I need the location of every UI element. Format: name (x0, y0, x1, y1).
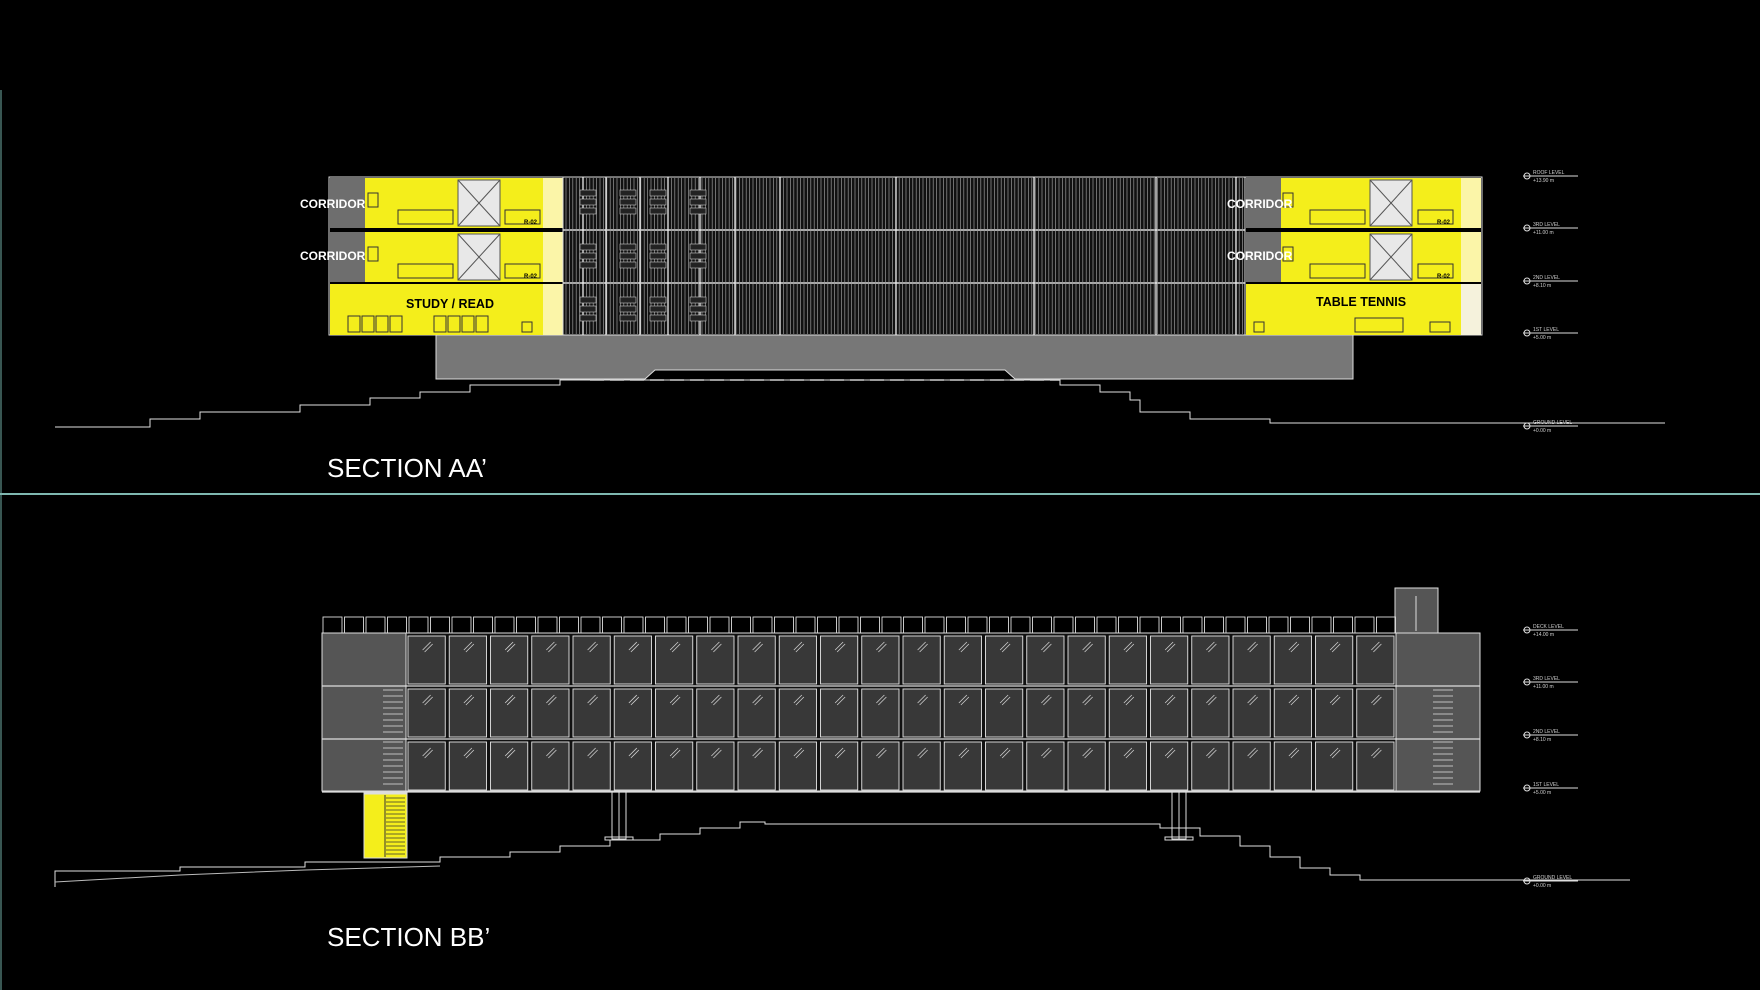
room-number-right-3: R-02 (1437, 220, 1451, 226)
room-number-left-3: R-02 (524, 220, 538, 226)
svg-text:1ST LEVEL: 1ST LEVEL (1533, 327, 1559, 333)
podium-base (435, 334, 1354, 380)
room-number-left-2: R-02 (524, 274, 538, 280)
right-pale-strip-1 (1461, 284, 1481, 335)
right-glass-panels (1369, 179, 1413, 281)
bb-end-block-left (321, 632, 407, 792)
level-marker-aa-1st: 1ST LEVEL +5.00 m (1523, 327, 1578, 341)
level-marker-bb-2nd: 2ND LEVEL +8.10 m (1523, 729, 1578, 743)
section-bb: DECK LEVEL +14.00 m 3RD LEVEL +11.00 m 2… (54, 587, 1630, 952)
right-furniture (1253, 192, 1454, 333)
svg-text:+0.00 m: +0.00 m (1533, 428, 1551, 434)
svg-text:+8.10 m: +8.10 m (1533, 283, 1551, 289)
cladding-lines (565, 177, 1243, 335)
svg-text:+5.00 m: +5.00 m (1533, 335, 1551, 341)
central-container-stacks (562, 176, 1246, 336)
level-marker-aa-3rd: 3RD LEVEL +11.00 m (1523, 222, 1578, 236)
level-marker-bb-3rd: 3RD LEVEL +11.00 m (1523, 676, 1578, 690)
roof-parapet (322, 616, 1396, 634)
ground-line-bb-2 (54, 865, 441, 883)
svg-text:+14.00 m: +14.00 m (1533, 632, 1554, 638)
svg-text:+11.00 m: +11.00 m (1533, 684, 1554, 690)
left-furniture (347, 192, 541, 333)
svg-text:3RD LEVEL: 3RD LEVEL (1533, 222, 1560, 228)
corridor-label-left-2: CORRIDOR (300, 249, 366, 263)
svg-text:ROOF LEVEL: ROOF LEVEL (1533, 170, 1565, 176)
bb-end-block-right (1395, 632, 1481, 792)
svg-text:DECK LEVEL: DECK LEVEL (1533, 624, 1564, 630)
svg-text:GROUND LEVEL: GROUND LEVEL (1533, 875, 1572, 881)
right-pale-strip-2 (1461, 232, 1481, 282)
section-aa-title: SECTION AA’ (327, 453, 487, 483)
right-floor1 (1246, 284, 1461, 335)
corridor-label-right-2: CORRIDOR (1227, 249, 1293, 263)
svg-text:1ST LEVEL: 1ST LEVEL (1533, 782, 1559, 788)
right-corridor3 (1246, 178, 1281, 228)
support-columns (604, 790, 1194, 841)
left-pale-strip-2 (543, 232, 563, 282)
ground-line-bb (54, 821, 1630, 887)
svg-text:GROUND LEVEL: GROUND LEVEL (1533, 420, 1572, 426)
svg-text:3RD LEVEL: 3RD LEVEL (1533, 676, 1560, 682)
svg-text:+11.00 m: +11.00 m (1533, 230, 1554, 236)
left-corridor3 (330, 178, 365, 228)
level-marker-aa-ground: GROUND LEVEL +0.00 m (1523, 420, 1578, 434)
level-marker-bb-deck: DECK LEVEL +14.00 m (1523, 624, 1578, 638)
svg-text:+8.10 m: +8.10 m (1533, 737, 1551, 743)
svg-text:+0.00 m: +0.00 m (1533, 883, 1551, 889)
level-marker-aa-roof: ROOF LEVEL +13.90 m (1523, 170, 1578, 184)
section-bb-title: SECTION BB’ (327, 922, 490, 952)
level-marker-bb-1st: 1ST LEVEL +5.00 m (1523, 782, 1578, 796)
svg-text:+13.90 m: +13.90 m (1533, 178, 1554, 184)
right-corridor2 (1246, 232, 1281, 282)
level-marker-aa-2nd: 2ND LEVEL +8.10 m (1523, 275, 1578, 289)
ground-line-aa (55, 379, 1665, 428)
left-pale-strip-1 (543, 284, 563, 335)
facade-modules (322, 635, 1480, 793)
left-corridor2 (330, 232, 365, 282)
left-pale-strip-3 (543, 178, 563, 228)
section-aa: CORRIDOR CORRIDOR STUDY / READ R-02 R-02 (55, 170, 1665, 483)
corridor-label-left-3: CORRIDOR (300, 197, 366, 211)
right-pale-strip-3 (1461, 178, 1481, 228)
level-marker-bb-ground: GROUND LEVEL +0.00 m (1523, 875, 1578, 889)
stair-tower-treads (384, 795, 405, 857)
svg-text:+5.00 m: +5.00 m (1533, 790, 1551, 796)
table-tennis-label: TABLE TENNIS (1316, 295, 1406, 309)
corridor-label-right-3: CORRIDOR (1227, 197, 1293, 211)
left-glass-panels (457, 179, 501, 281)
room-number-right-2: R-02 (1437, 274, 1451, 280)
svg-text:2ND LEVEL: 2ND LEVEL (1533, 275, 1560, 281)
study-read-label: STUDY / READ (406, 297, 494, 311)
svg-text:2ND LEVEL: 2ND LEVEL (1533, 729, 1560, 735)
